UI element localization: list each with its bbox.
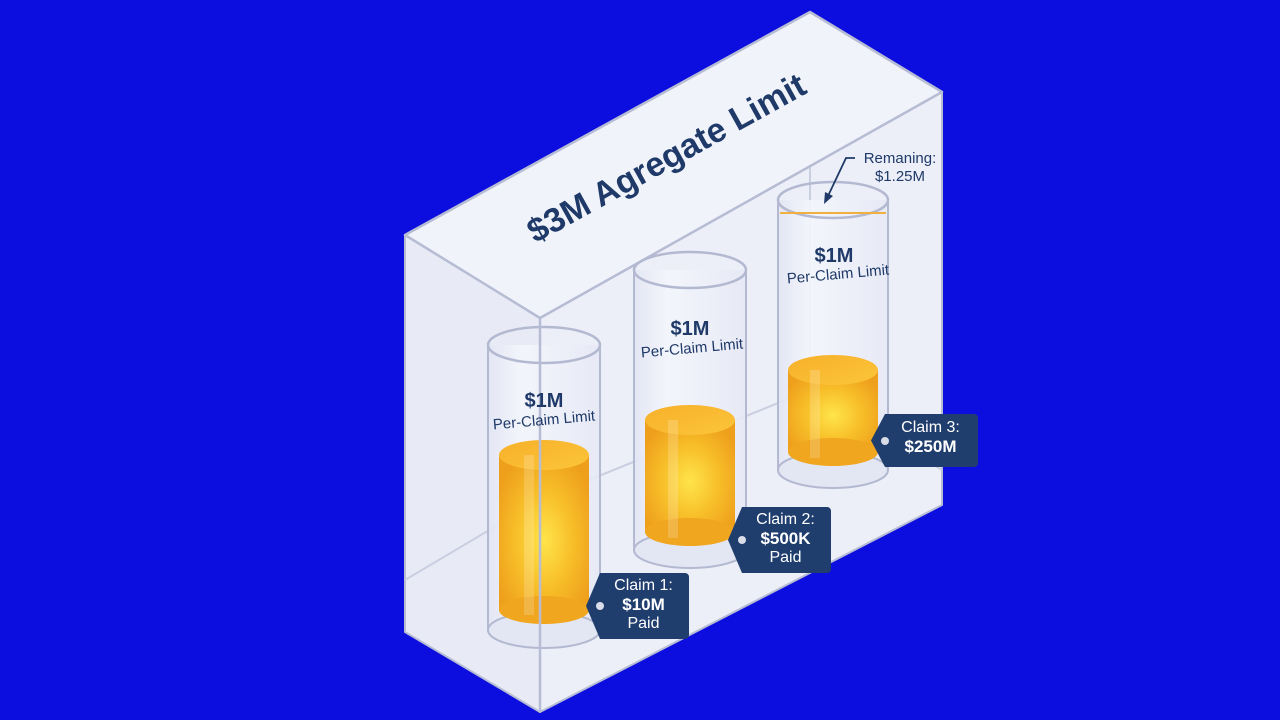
claim-1-fill: [499, 455, 589, 610]
box-top-face: [403, 10, 944, 320]
tag-hole-icon: [596, 602, 604, 610]
claim-3-amount: $250M: [904, 437, 957, 457]
cylinder-claim-2: [632, 250, 748, 569]
claim-1-label: Claim 1:: [614, 577, 673, 594]
claim-2-tag: Claim 2: $500K Paid: [728, 507, 831, 573]
claim-2-label: Claim 2:: [756, 511, 815, 528]
claim-3-label: Claim 3:: [901, 419, 960, 436]
tag-hole-icon: [881, 436, 889, 445]
claim-2-status: Paid: [769, 548, 802, 566]
cylinder-1-limit-value: $1M: [524, 390, 564, 412]
claim-1-amount: $10M: [622, 595, 665, 615]
claim-1-tag: Claim 1: $10M Paid: [586, 573, 689, 639]
cylinder-3-limit-value: $1M: [814, 245, 854, 267]
remaining-amount: $1.25M: [874, 168, 926, 185]
cylinder-2-limit-value: $1M: [670, 318, 710, 340]
tag-hole-icon: [738, 536, 746, 544]
cylinder-claim-1: [486, 325, 602, 649]
claim-2-amount: $500K: [760, 529, 811, 549]
cylinder-claim-3: [776, 180, 890, 489]
remaining-arrow-icon: [824, 157, 855, 204]
claim-3-tag: Claim 3: $250M: [871, 414, 978, 467]
remaining-label: Remaning:: [863, 150, 937, 167]
claim-1-status: Paid: [627, 614, 660, 632]
claim-2-fill: [645, 420, 735, 532]
